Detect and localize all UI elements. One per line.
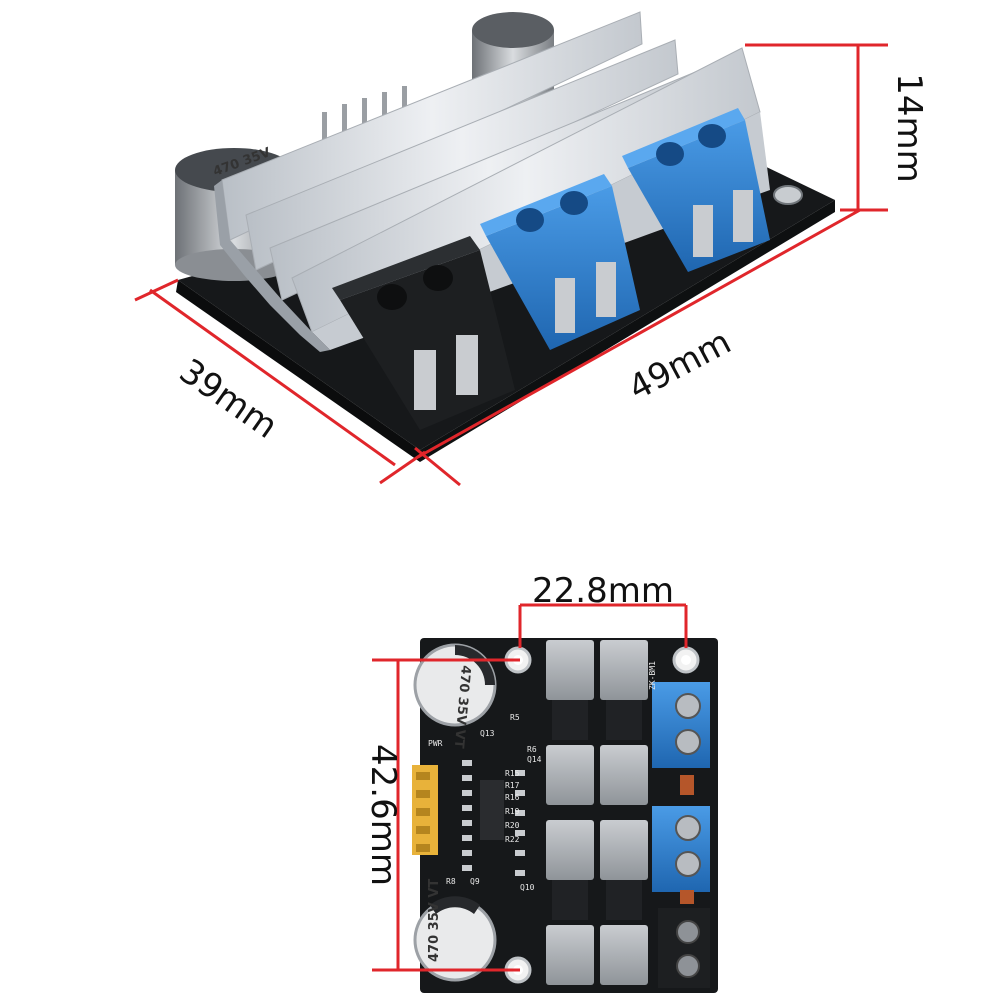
bottom-pcb [420,638,718,993]
bottom-view-board: 470 35V VT 470 35V VT [412,638,718,993]
bottom-header-pins [412,765,438,855]
silk-pwr: PWR [428,739,443,748]
top-mounting-hole [773,185,803,205]
silk-r5: R5 [510,713,520,722]
silk-q13: Q13 [480,729,495,738]
bottom-dimensions [372,603,688,972]
silk-r16: R16 [505,793,520,802]
bottom-terminal-blue-2 [652,806,710,892]
silk-r19: R19 [505,807,520,816]
silk-q10: Q10 [520,883,535,892]
top-pcb-edge [176,280,420,462]
top-terminal-blue-2 [622,108,770,272]
silk-r6: R6 [527,745,537,754]
silk-q14: Q14 [527,755,542,764]
top-dimensions [134,43,888,487]
top-header-pins [322,86,407,152]
silk-board-id: ZK-BM1 [648,661,657,690]
hole-spacing-22.8mm-label: 22.8mm [532,571,674,611]
bottom-terminal-black [658,908,710,988]
bottom-mosfets [546,640,648,985]
top-view-board: 470 35V [175,11,835,462]
bottom-capacitor-top: 470 35V VT [413,643,497,749]
bottom-capacitor-top-label: 470 35V VT [451,665,473,749]
silk-r15: R15 [505,769,520,778]
bottom-smd-parts [462,760,694,904]
top-terminal-black [332,236,515,430]
height-42.6mm-label: 42.6mm [363,744,403,886]
silk-r17: R17 [505,781,520,790]
bottom-capacitor-bottom: 470 35V VT [413,879,497,982]
bottom-capacitor-bottom-label: 470 35V VT [427,879,442,962]
silk-r20: R20 [505,821,520,830]
height-14mm-label: 14mm [889,73,929,183]
silk-q9: Q9 [470,877,480,886]
silk-r22: R22 [505,835,520,844]
top-terminal-blue-1 [480,174,640,350]
bottom-terminal-blue-1 [652,682,710,768]
silk-r8: R8 [446,877,456,886]
width-39mm-label: 39mm [172,351,285,447]
